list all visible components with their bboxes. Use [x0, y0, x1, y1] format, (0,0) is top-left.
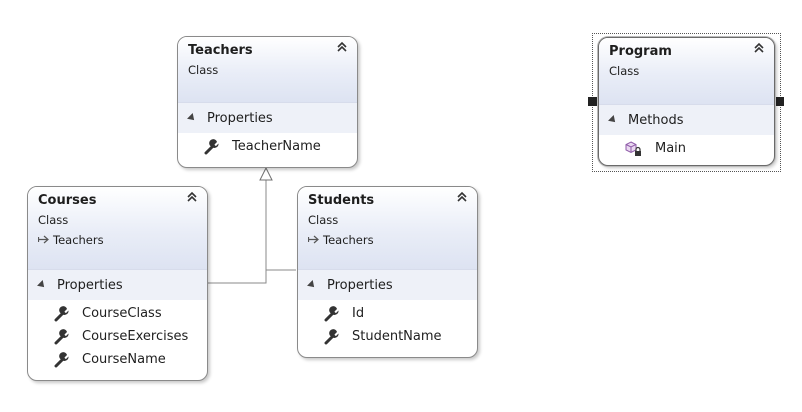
member-label: CourseClass [82, 306, 162, 321]
base-class-label: Teachers [53, 233, 104, 247]
double-chevron-up-icon[interactable] [455, 190, 469, 204]
section-label: Methods [628, 112, 684, 128]
double-chevron-up-icon[interactable] [752, 41, 766, 55]
class-kind: Class [38, 213, 69, 227]
arrow-right-icon [37, 235, 49, 244]
list-item[interactable]: StudentName [298, 325, 477, 348]
section-header[interactable]: Properties [28, 269, 207, 300]
inheritance-arrowhead [259, 166, 273, 181]
member-label: CourseName [82, 352, 166, 367]
list-item[interactable]: CourseExercises [28, 325, 207, 348]
class-box-program[interactable]: Program Class Methods Main [598, 37, 775, 166]
double-chevron-up-icon[interactable] [335, 40, 349, 54]
member-label: Id [352, 306, 365, 321]
arrow-right-icon [307, 235, 319, 244]
wrench-icon [324, 305, 339, 321]
class-kind: Class [308, 213, 339, 227]
class-title: Teachers [188, 43, 253, 58]
resize-handle-right[interactable] [775, 97, 784, 106]
class-title: Program [609, 44, 672, 59]
section-label: Properties [57, 277, 123, 293]
member-list: Main [599, 135, 774, 160]
class-box-courses[interactable]: Courses Class Teachers Properties Course… [27, 186, 208, 381]
list-item[interactable]: TeacherName [178, 135, 357, 158]
method-lock-icon [625, 140, 641, 156]
list-item[interactable]: Main [599, 137, 774, 160]
double-chevron-up-icon[interactable] [185, 190, 199, 204]
base-class-label: Teachers [323, 233, 374, 247]
wrench-icon [54, 305, 69, 321]
wrench-icon [324, 328, 339, 344]
class-kind: Class [609, 64, 640, 78]
class-title: Courses [38, 193, 97, 208]
expand-triangle-icon[interactable] [307, 280, 317, 290]
wrench-icon [54, 351, 69, 367]
class-box-teachers[interactable]: Teachers Class Properties TeacherName [177, 36, 358, 168]
member-list: Id StudentName [298, 300, 477, 348]
section-label: Properties [327, 277, 393, 293]
section-header[interactable]: Properties [178, 102, 357, 133]
member-label: Main [655, 141, 687, 156]
section-label: Properties [207, 110, 273, 126]
list-item[interactable]: CourseClass [28, 302, 207, 325]
class-header[interactable]: Courses Class Teachers [28, 187, 207, 269]
wrench-icon [204, 138, 219, 154]
list-item[interactable]: Id [298, 302, 477, 325]
class-kind: Class [188, 63, 219, 77]
expand-triangle-icon[interactable] [37, 280, 47, 290]
member-list: TeacherName [178, 133, 357, 158]
wrench-icon [54, 328, 69, 344]
class-box-students[interactable]: Students Class Teachers Properties Id [297, 186, 478, 358]
expand-triangle-icon[interactable] [187, 113, 197, 123]
base-class-line: Teachers [307, 232, 467, 248]
member-label: TeacherName [232, 139, 321, 154]
section-header[interactable]: Methods [599, 104, 774, 135]
member-label: StudentName [352, 329, 442, 344]
class-title: Students [308, 193, 375, 208]
member-list: CourseClass CourseExercises CourseName [28, 300, 207, 371]
inheritance-line [207, 179, 267, 284]
member-label: CourseExercises [82, 329, 189, 344]
resize-handle-left[interactable] [588, 97, 597, 106]
list-item[interactable]: CourseName [28, 348, 207, 371]
section-header[interactable]: Properties [298, 269, 477, 300]
class-header[interactable]: Students Class Teachers [298, 187, 477, 269]
expand-triangle-icon[interactable] [608, 115, 618, 125]
class-header[interactable]: Program Class [599, 38, 774, 104]
base-class-line: Teachers [37, 232, 197, 248]
class-header[interactable]: Teachers Class [178, 37, 357, 102]
